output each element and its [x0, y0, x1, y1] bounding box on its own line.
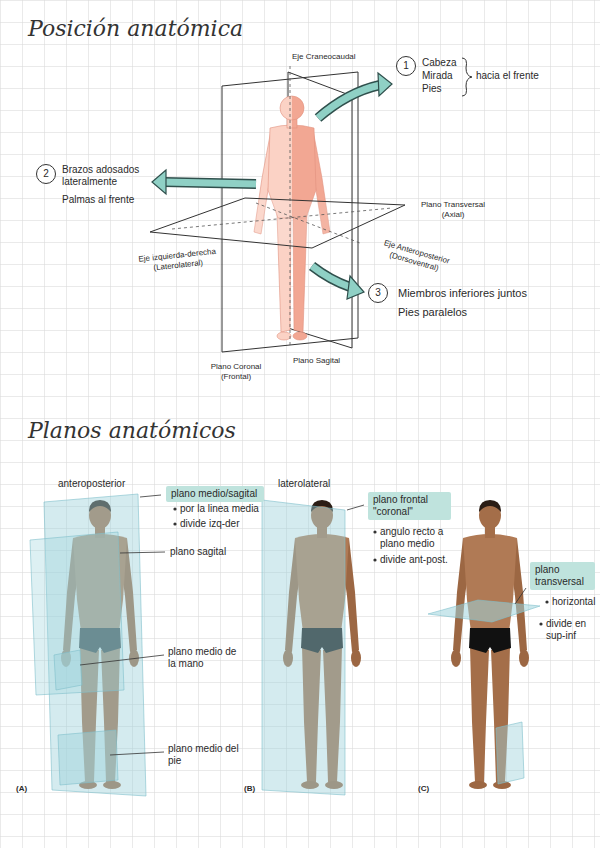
- node-text: 1: [403, 60, 409, 72]
- axis-label: Eje Craneocaudal: [292, 52, 356, 62]
- figure-letter: (B): [244, 784, 255, 794]
- node-text: 2: [43, 168, 49, 180]
- page-title: Posición anatómica: [28, 16, 243, 42]
- note-text: divide ant-post.: [380, 554, 448, 566]
- note-text: horizontal: [552, 596, 595, 608]
- bullet: [373, 558, 376, 561]
- frontal-plane: [262, 500, 345, 795]
- bullet: [373, 530, 376, 533]
- leader-line: [140, 495, 161, 497]
- arrow-body: [164, 182, 256, 184]
- leader-line: [515, 588, 526, 604]
- brace: [462, 58, 472, 96]
- transverse-plane: [428, 600, 540, 622]
- leader-line: [110, 752, 164, 755]
- axis-line: [172, 208, 392, 229]
- note-text: plano sagital: [170, 546, 226, 558]
- leader-line: [80, 655, 164, 665]
- axis-line: [256, 203, 360, 243]
- note-text: Cabeza: [422, 57, 456, 69]
- body-head: [280, 96, 304, 120]
- note-text: hacia el frente: [476, 70, 539, 82]
- bullet: [539, 622, 542, 625]
- note-text: Brazos adosados lateralmente: [62, 164, 154, 188]
- arrow-outline: [164, 182, 256, 184]
- note-text: plano medio del pie: [168, 743, 246, 767]
- transverse-plane: [150, 198, 405, 248]
- arrow-body: [312, 266, 350, 287]
- sagittal-plane: [30, 532, 124, 695]
- note-text: Palmas al frente: [62, 194, 134, 206]
- plane-label: Plano Transversal (Axial): [410, 200, 496, 219]
- note-text: Miembros inferiores juntos: [398, 287, 527, 300]
- bullet: [173, 507, 176, 510]
- note-text: plano medio de la mano: [168, 646, 246, 670]
- note-text: divide en sup-inf: [546, 618, 596, 642]
- arrow-outline: [312, 266, 350, 287]
- note-text: angulo recto a plano medio: [380, 526, 452, 550]
- node-text: plano medio/sagital: [171, 488, 259, 500]
- figure-letter: (A): [16, 784, 27, 794]
- arrow-head: [152, 170, 166, 194]
- note-text: Mirada: [422, 70, 453, 82]
- arrow-head: [347, 276, 364, 299]
- bullet: [545, 600, 548, 603]
- body-foot: [277, 332, 291, 340]
- highlight-label: plano frontal "coronal": [368, 492, 451, 520]
- bullet: [173, 522, 176, 525]
- callout-number: 1: [396, 56, 416, 76]
- arrow-head: [378, 73, 392, 96]
- axis-line: [290, 66, 291, 345]
- note-text: Pies paralelos: [398, 306, 467, 319]
- leader-line: [347, 505, 364, 510]
- plane-label: Plano Sagital: [293, 356, 340, 366]
- node-text: plano transversal: [535, 564, 589, 588]
- node-text: plano frontal "coronal": [373, 494, 445, 518]
- hand-plane: [54, 650, 82, 690]
- arrow-body: [318, 85, 380, 118]
- note-text: anteroposterior: [58, 478, 125, 490]
- note-text: Pies: [422, 83, 441, 95]
- highlight-label: plano medio/sagital: [166, 486, 264, 502]
- highlight-label: plano transversal: [530, 562, 595, 590]
- section-heading: Planos anatómicos: [28, 418, 236, 444]
- note-text: laterolateral: [278, 478, 330, 490]
- plane-label: Plano Coronal (Frontal): [204, 362, 268, 381]
- callout-number: 3: [368, 283, 388, 303]
- arrow-outline: [318, 85, 380, 118]
- figure-c: [451, 500, 529, 789]
- note-text: divide izq-der: [180, 518, 239, 530]
- figure-letter: (C): [418, 784, 429, 794]
- note-text: por la linea media: [180, 503, 259, 515]
- leader-line: [120, 552, 165, 553]
- foot-plane: [58, 730, 118, 785]
- body-foot: [293, 332, 307, 340]
- callout-number: 2: [36, 164, 56, 184]
- node-text: 3: [375, 287, 381, 299]
- foot-plane: [496, 722, 524, 784]
